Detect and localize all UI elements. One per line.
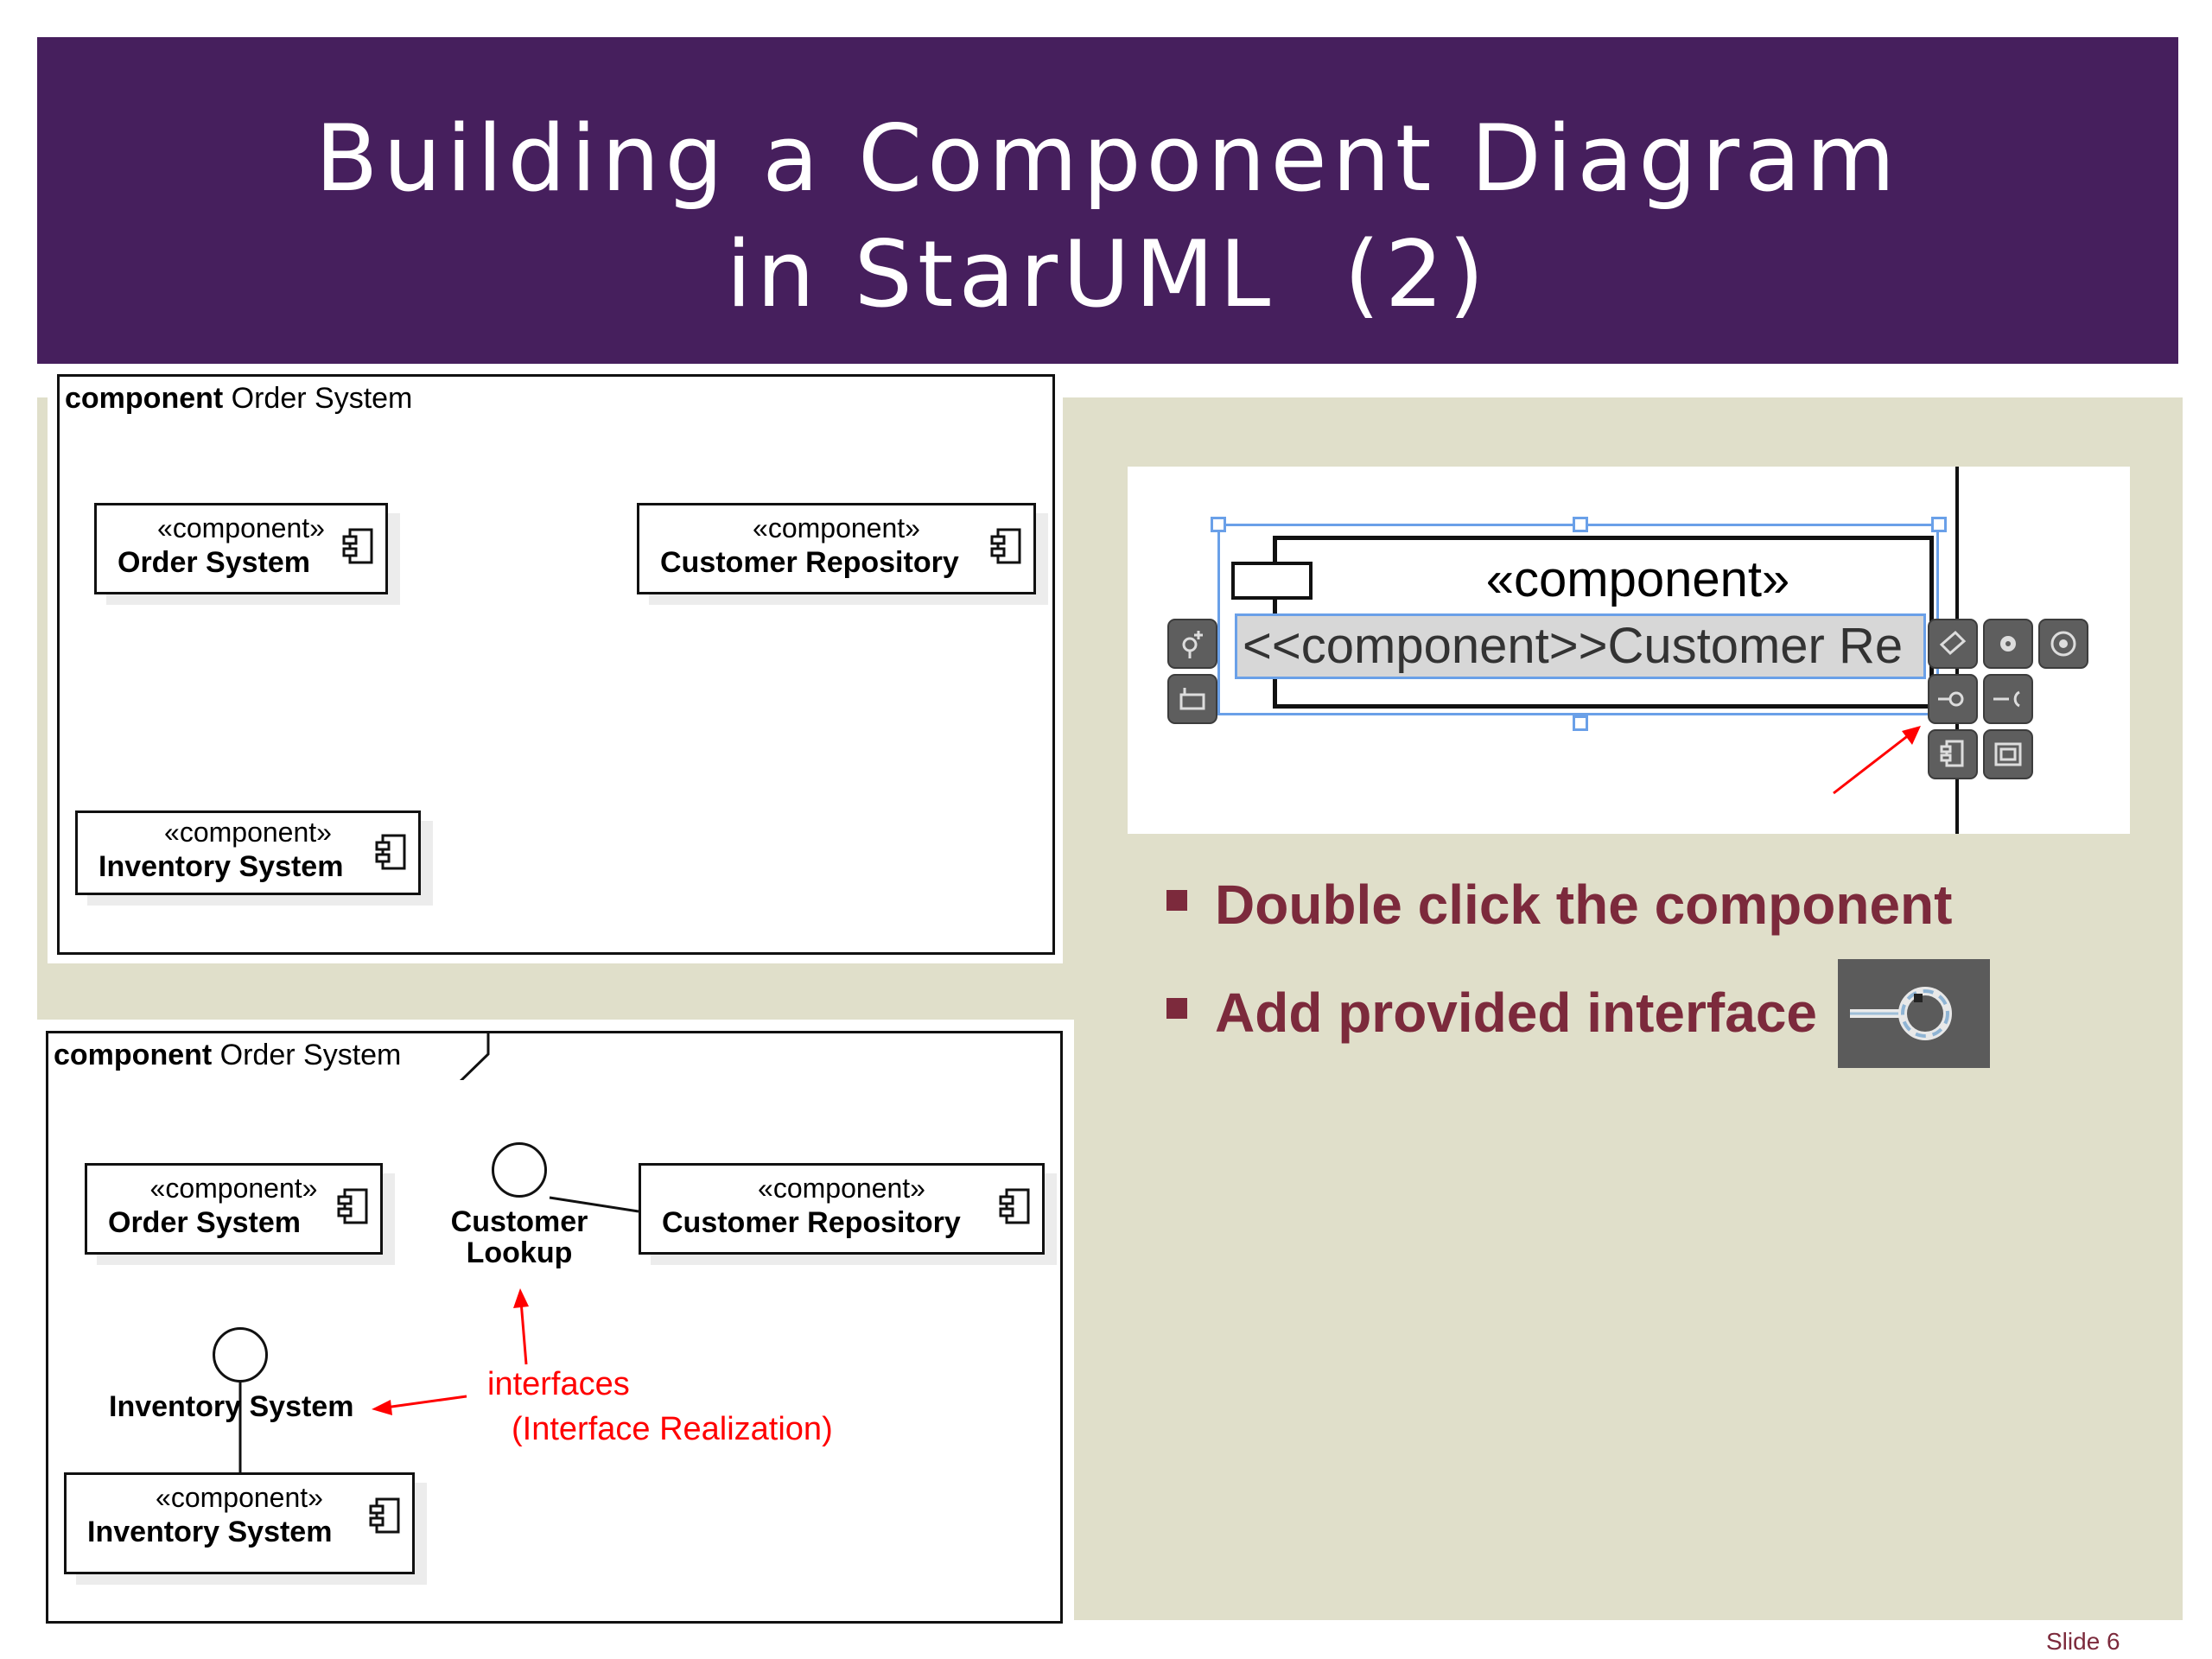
bullet-square xyxy=(1166,998,1187,1020)
annotation-interfaces: interfaces xyxy=(487,1366,630,1402)
resize-handle[interactable] xyxy=(1573,715,1588,731)
component-inventory-system[interactable]: «component» Inventory System xyxy=(64,1472,415,1574)
slide-title: Building a Component Diagram in StarUML … xyxy=(37,101,2178,333)
interface-inventory-system-circle[interactable] xyxy=(213,1327,268,1382)
component-inventory-system[interactable]: «component» Inventory System xyxy=(75,810,421,895)
title-banner: Building a Component Diagram in StarUML … xyxy=(37,37,2178,364)
pointer-arrow xyxy=(1833,726,1921,795)
component-stereotype: «component» xyxy=(753,512,920,543)
component-stereotype: «component» xyxy=(758,1173,925,1204)
frame-label: component Order System xyxy=(65,382,413,415)
required-interface-icon xyxy=(1993,690,2020,708)
port-add-icon xyxy=(1182,631,1203,658)
component-icon xyxy=(999,1188,1030,1224)
resize-handle[interactable] xyxy=(1931,517,1947,532)
resize-handle[interactable] xyxy=(1211,517,1226,532)
settings-tool[interactable] xyxy=(1983,619,2033,669)
provided-interface-icon xyxy=(1850,987,1952,1040)
component-name: Order System xyxy=(108,1206,301,1239)
component-name: Customer Repository xyxy=(662,1206,961,1239)
frame-icon xyxy=(1994,742,2022,766)
provided-interface-icon-image xyxy=(1838,959,1990,1068)
frame-label: component Order System xyxy=(54,1039,402,1071)
component-name: Customer Repository xyxy=(660,546,959,579)
component-order-system[interactable]: «component» Order System xyxy=(85,1163,383,1255)
component-tab-top xyxy=(1231,562,1313,600)
annotation-interface-realization: (Interface Realization) xyxy=(512,1411,833,1447)
frame-tab-shape xyxy=(459,1033,490,1080)
slide-number: Slide 6 xyxy=(2046,1628,2120,1655)
provided-interface-icon xyxy=(1938,691,1964,707)
component-stereotype: «component» xyxy=(1485,551,1790,607)
interface-customer-lookup-circle[interactable] xyxy=(492,1142,547,1198)
bullet-square xyxy=(1166,890,1187,912)
component-order-system[interactable]: «component» Order System xyxy=(94,503,388,594)
component-icon xyxy=(337,1188,368,1224)
add-part-tool[interactable] xyxy=(1167,674,1217,724)
resize-handle[interactable] xyxy=(1573,517,1588,532)
add-required-interface-tool[interactable] xyxy=(1983,674,2033,724)
gear-icon xyxy=(2000,636,2016,652)
component-customer-repository[interactable]: «component» Customer Repository xyxy=(639,1163,1045,1255)
color-tool[interactable] xyxy=(2038,619,2088,669)
palette-icon xyxy=(2050,631,2076,657)
add-subcomponent-tool[interactable] xyxy=(1928,729,1978,779)
component-name: Inventory System xyxy=(87,1516,333,1548)
bottom-component-frame: component Order System «component» Order… xyxy=(46,1031,1063,1624)
component-name: Inventory System xyxy=(99,850,344,883)
component-icon xyxy=(990,528,1021,564)
name-edit-text: <<component>>Customer Re xyxy=(1243,618,1904,674)
component-icon xyxy=(375,834,406,870)
bullet-item: Double click the component xyxy=(1166,873,1952,937)
component-customer-repository[interactable]: «component» Customer Repository xyxy=(637,503,1036,594)
top-component-frame: component Order System «component» Order… xyxy=(57,374,1055,955)
component-stereotype: «component» xyxy=(149,1173,318,1204)
component-icon xyxy=(342,528,373,564)
component-icon xyxy=(1940,740,1964,767)
interface-connectors xyxy=(238,1196,639,1472)
title-line-2: in StarUML (2) xyxy=(726,221,1490,327)
add-artifact-tool[interactable] xyxy=(1983,729,2033,779)
add-provided-interface-tool[interactable] xyxy=(1928,674,1978,724)
component-stereotype: «component» xyxy=(156,1482,323,1513)
component-icon xyxy=(369,1497,400,1534)
format-tool[interactable] xyxy=(1928,619,1978,669)
add-port-tool[interactable] xyxy=(1167,619,1217,669)
title-line-1: Building a Component Diagram xyxy=(315,105,1901,212)
component-stereotype: «component» xyxy=(164,817,332,848)
component-name: Order System xyxy=(118,546,310,579)
part-icon xyxy=(1179,688,1205,710)
name-edit-field[interactable]: <<component>>Customer Re xyxy=(1235,613,1926,679)
interface-inventory-system-label: Inventory System xyxy=(109,1390,354,1423)
pencil-icon xyxy=(1939,630,1967,656)
bullet-item: Add provided interface xyxy=(1166,981,1817,1045)
interface-customer-lookup-label: Customer Lookup xyxy=(450,1205,588,1269)
component-stereotype: «component» xyxy=(157,512,325,543)
staruml-screenshot: «component» <<component>>Customer Re xyxy=(1128,467,2130,834)
